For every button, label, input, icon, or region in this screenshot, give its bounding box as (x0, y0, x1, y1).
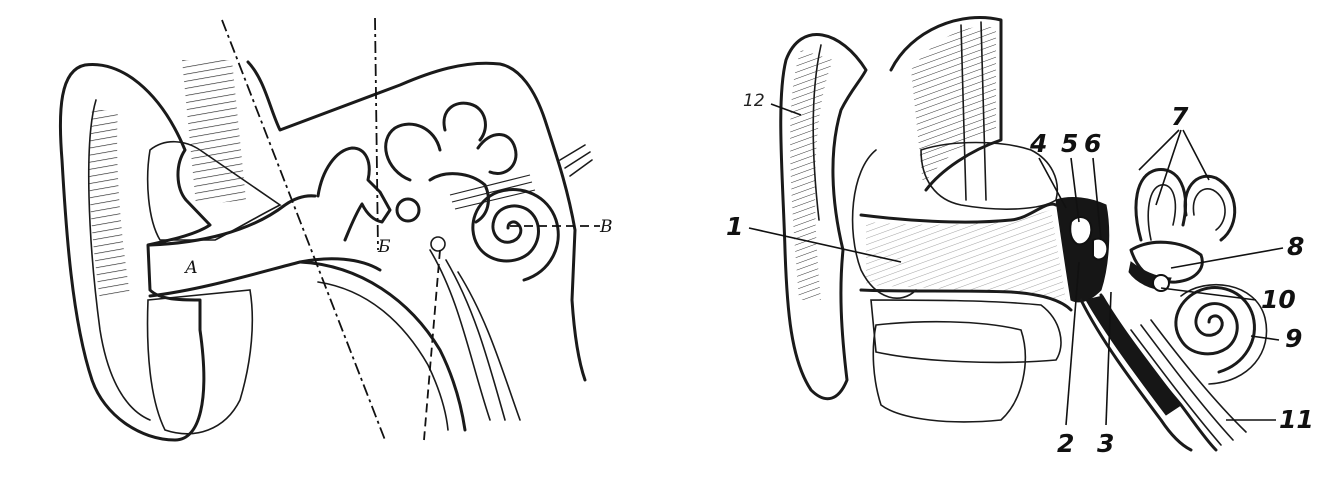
label-2: 2 (1057, 429, 1074, 458)
canal-hatch (866, 210, 1066, 300)
ear-canal-top (859, 202, 1058, 224)
skull-top (889, 15, 1003, 192)
label-b: Б (377, 237, 391, 257)
division-line-inner (423, 249, 441, 441)
semicircular-canal-1 (384, 122, 442, 182)
nerve-2 (1140, 324, 1234, 441)
nerve-1 (1130, 329, 1222, 446)
label-a: А (184, 258, 198, 278)
label-11: 11 (1279, 405, 1314, 434)
leader-10 (1160, 287, 1257, 301)
ear-canal-bottom (148, 257, 382, 298)
nerve-bundle (559, 144, 593, 177)
division-line-outer-middle (221, 19, 386, 441)
cochlea-spiral (1174, 286, 1256, 374)
ear-diagram-right-svg: 1 2 3 4 5 6 7 8 9 10 11 12 (726, 15, 1314, 458)
leader-7c (1182, 129, 1210, 181)
label-7: 7 (1171, 102, 1189, 131)
semicircular-canal-2 (442, 101, 487, 142)
label-6: 6 (1084, 129, 1101, 158)
ossicle-incus (1092, 237, 1109, 261)
concha (851, 149, 917, 299)
ossicle-malleus (1069, 216, 1093, 246)
helix-inner (812, 44, 822, 221)
nerve-hatch (449, 174, 536, 210)
ear-diagram-left: А Б В (0, 0, 660, 479)
leader-7a (1138, 129, 1180, 171)
label-3: 3 (1097, 429, 1114, 458)
auditory-tube-dark (1085, 295, 1182, 416)
ossicles (316, 146, 392, 242)
ear-diagram-left-svg: А Б В (58, 17, 613, 442)
leader-3 (1105, 291, 1112, 426)
auricle-outline (58, 62, 212, 442)
semicircular-canal-2 (1183, 174, 1237, 242)
leader-12 (770, 103, 802, 116)
leader-1 (748, 227, 902, 263)
auditory-tube-2 (1099, 293, 1218, 452)
semicircular-canal-1 (1134, 168, 1187, 242)
oval-window (1152, 274, 1170, 292)
upper-cartilage (146, 140, 282, 241)
leader-9 (1250, 335, 1280, 341)
fiber-bundle-top (182, 60, 246, 205)
vessel-3 (457, 271, 521, 421)
label-4: 4 (1029, 129, 1047, 158)
leader-5 (1070, 157, 1080, 223)
division-line-middle-inner (374, 17, 379, 251)
label-5: 5 (1061, 129, 1078, 158)
label-v: В (599, 217, 613, 237)
vessel-2 (445, 259, 506, 421)
auditory-tube-inner (317, 281, 449, 431)
round-window (430, 236, 446, 252)
leader-4 (1038, 157, 1067, 209)
lower-cartilage (146, 289, 254, 435)
leader-6 (1092, 157, 1102, 241)
label-12: 12 (743, 91, 765, 111)
skull-line-2 (980, 21, 987, 201)
label-10: 10 (1261, 285, 1296, 314)
leader-8 (1170, 247, 1284, 269)
skull-outline (246, 60, 587, 382)
mastoid-cells (872, 320, 1027, 423)
auricle-hatching (89, 110, 130, 300)
skull-hatch (911, 26, 996, 185)
helix-fill (790, 50, 833, 300)
semicircular-canal-2-inner (1192, 188, 1226, 231)
label-9: 9 (1285, 324, 1302, 353)
cochlea-spiral (471, 188, 560, 282)
vessel-1 (429, 249, 491, 421)
vestibule (428, 172, 490, 224)
semicircular-canal-3 (476, 133, 518, 175)
cochlea-outer (1180, 283, 1268, 385)
mastoid-block (870, 299, 1062, 364)
skull-line-1 (960, 24, 967, 201)
oval-window (395, 197, 421, 223)
label-1: 1 (726, 212, 743, 241)
label-8: 8 (1287, 232, 1304, 261)
leader-7b (1155, 129, 1182, 206)
auricle-outline (779, 33, 868, 401)
leader-2 (1065, 261, 1080, 426)
ear-diagram-right: 1 2 3 4 5 6 7 8 9 10 11 12 (661, 0, 1322, 479)
auditory-tube (1079, 298, 1193, 452)
semicircular-canal-1-inner (1147, 184, 1177, 241)
ear-canal-top (148, 194, 317, 247)
